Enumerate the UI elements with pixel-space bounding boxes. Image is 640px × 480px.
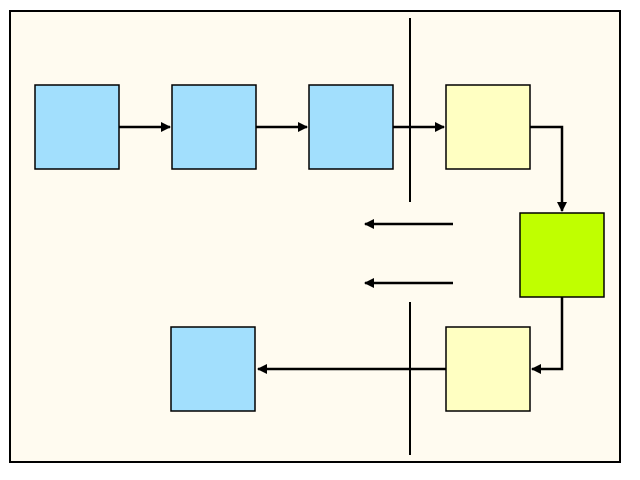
arrow-yellow-top-to-green [530, 125, 567, 212]
box-yellow-bottom [445, 326, 531, 412]
box-yellow-top [445, 84, 531, 170]
box-blue-2 [171, 84, 257, 170]
arrow-green-to-yellow-bottom [531, 297, 564, 374]
box-blue-bottom [170, 326, 256, 412]
box-blue-3 [308, 84, 394, 170]
box-blue-1 [34, 84, 120, 170]
box-green [519, 212, 605, 298]
